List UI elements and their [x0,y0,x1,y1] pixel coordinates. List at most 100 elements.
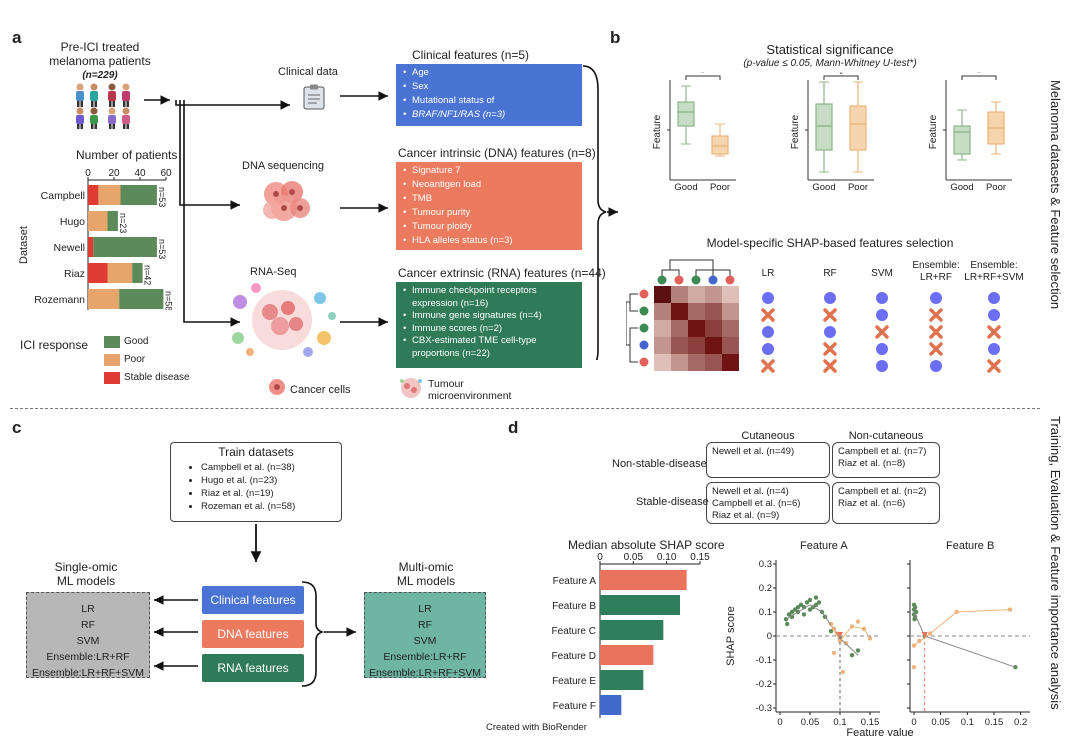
rejected-cross [823,308,837,322]
dep-x-tick: 0.05 [801,717,820,728]
dep-point-a [804,600,810,605]
clinical-features-box: Age Sex Mutational status of BRAF/NF1/RA… [396,64,582,126]
patients-bar-segment [88,237,94,257]
legend-label-stable: Stable disease [124,372,190,383]
shap-bar [600,620,664,640]
model-svm: SVM [413,635,437,647]
dep-point-a [843,641,849,646]
dataset-label: Riaz [64,268,85,280]
heatmap-cell [654,354,671,371]
x-tick-label: 0.10 [657,552,677,563]
total-label: n=23 [118,213,128,233]
sig-subtitle: (p-value ≤ 0.05, Mann-Whitney U-test*) [743,58,917,69]
dep-point-a [855,619,861,624]
flow-arrows-a [144,65,618,360]
dep-point-a [792,607,798,612]
panel-a-label: a [12,28,22,47]
rejected-cross [823,359,837,373]
rna-item: Immune checkpoint receptors expression (… [403,285,576,310]
dep-point-a [807,597,813,603]
dep-point-a [795,605,801,610]
selected-dot [988,292,1000,304]
dep-title-b: Feature B [946,540,995,552]
boxplot-x-tick: Poor [986,182,1006,192]
dep-x-tick: 0 [911,717,916,728]
dep-point-a [840,669,846,675]
single-omic-models-box: LR RF SVM Ensemble:LR+RF Ensemble:LR+RF+… [26,592,150,679]
shap-bar [600,570,687,590]
feature-dot [657,275,667,285]
dep-point-b [1007,607,1013,612]
dep-point-a [789,609,795,615]
feature-label: Feature F [553,701,596,712]
threshold-marker-a [837,632,843,638]
selected-dot [876,343,888,355]
patients-bar-segment [88,185,99,205]
cohort-cell-item: Campbell et al. (n=2) [838,486,927,497]
model-header: LR+RF+SVM [964,272,1023,283]
heatmap-cell [688,337,705,354]
rejected-cross [929,325,943,339]
boxplot-x-tick: Good [674,182,697,192]
shap-bar [600,645,654,665]
heatmap-cell [671,337,688,354]
heatmap-cell [705,337,722,354]
heatmap-cell [705,354,722,371]
selected-dot [824,292,836,304]
selected-dot [876,360,888,372]
box [953,125,971,155]
dataset-label: Campbell [41,190,85,202]
flow-arrows-c [154,524,356,687]
dna-features-title: Cancer intrinsic (DNA) features (n=8) [398,146,596,160]
selected-dot [876,292,888,304]
side-label-bottom: Training, Evaluation & Feature importanc… [1048,416,1063,710]
cohort-cell: Campbell et al. (n=7) Riaz et al. (n=8) [832,442,940,478]
heatmap-cell [688,303,705,320]
cohort-cell: Newell et al. (n=4) Campbell et al. (n=6… [706,482,830,524]
dep-point-a [813,595,819,600]
significance-bracket [823,75,859,80]
selected-dot [762,292,774,304]
rejected-cross [987,325,1001,339]
model-rf: RF [418,619,432,631]
feature-dot [639,306,649,316]
cohort-cell-item: Riaz et al. (n=9) [712,510,780,521]
heatmap-cell [671,354,688,371]
selected-dot [762,326,774,338]
dataset-label: Rozemann [34,294,85,306]
heatmap-cell [705,303,722,320]
clinical-item: Age [403,66,576,80]
rna-item: CBX-estimated TME cell-type proportions … [403,335,576,360]
tme-label: Tumour microenvironment [428,378,512,402]
heatmap-cell [705,286,722,303]
train-dataset-item: Campbell et al. (n=38) [201,461,341,474]
dataset-label: Newell [53,242,85,254]
dep-x-tick: 0.1 [833,717,846,728]
cohort-title: Pre-ICI treated melanoma patients [49,40,151,68]
dep-point-a [785,621,790,627]
rejected-cross [987,359,1001,373]
selected-dot [988,343,1000,355]
dep-x-tick: 0.05 [931,717,950,728]
dep-point-a [783,617,789,622]
total-label: n=53 [157,239,167,259]
x-tick-label: 0 [597,552,603,563]
rna-item: Immune scores (n=2) [403,323,576,336]
dep-point-a [831,650,837,655]
tme-illustration [232,283,336,357]
boxplot-x-tick: Poor [848,182,868,192]
significance-bracket [961,75,997,80]
legend-swatch-stable [104,372,120,384]
heatmap-cell [722,303,739,320]
model-ens-lr-rf-svm: Ensemble:LR+RF+SVM [31,667,145,679]
patients-bar-segment [88,263,108,283]
feature-dot [639,357,649,367]
rna-features-button: RNA features [202,654,304,682]
legend-swatch-poor [104,354,120,366]
total-label: n=58 [163,291,173,310]
model-header: SVM [871,268,893,279]
selected-dot [876,309,888,321]
boxplot-x-tick: Good [950,182,973,192]
